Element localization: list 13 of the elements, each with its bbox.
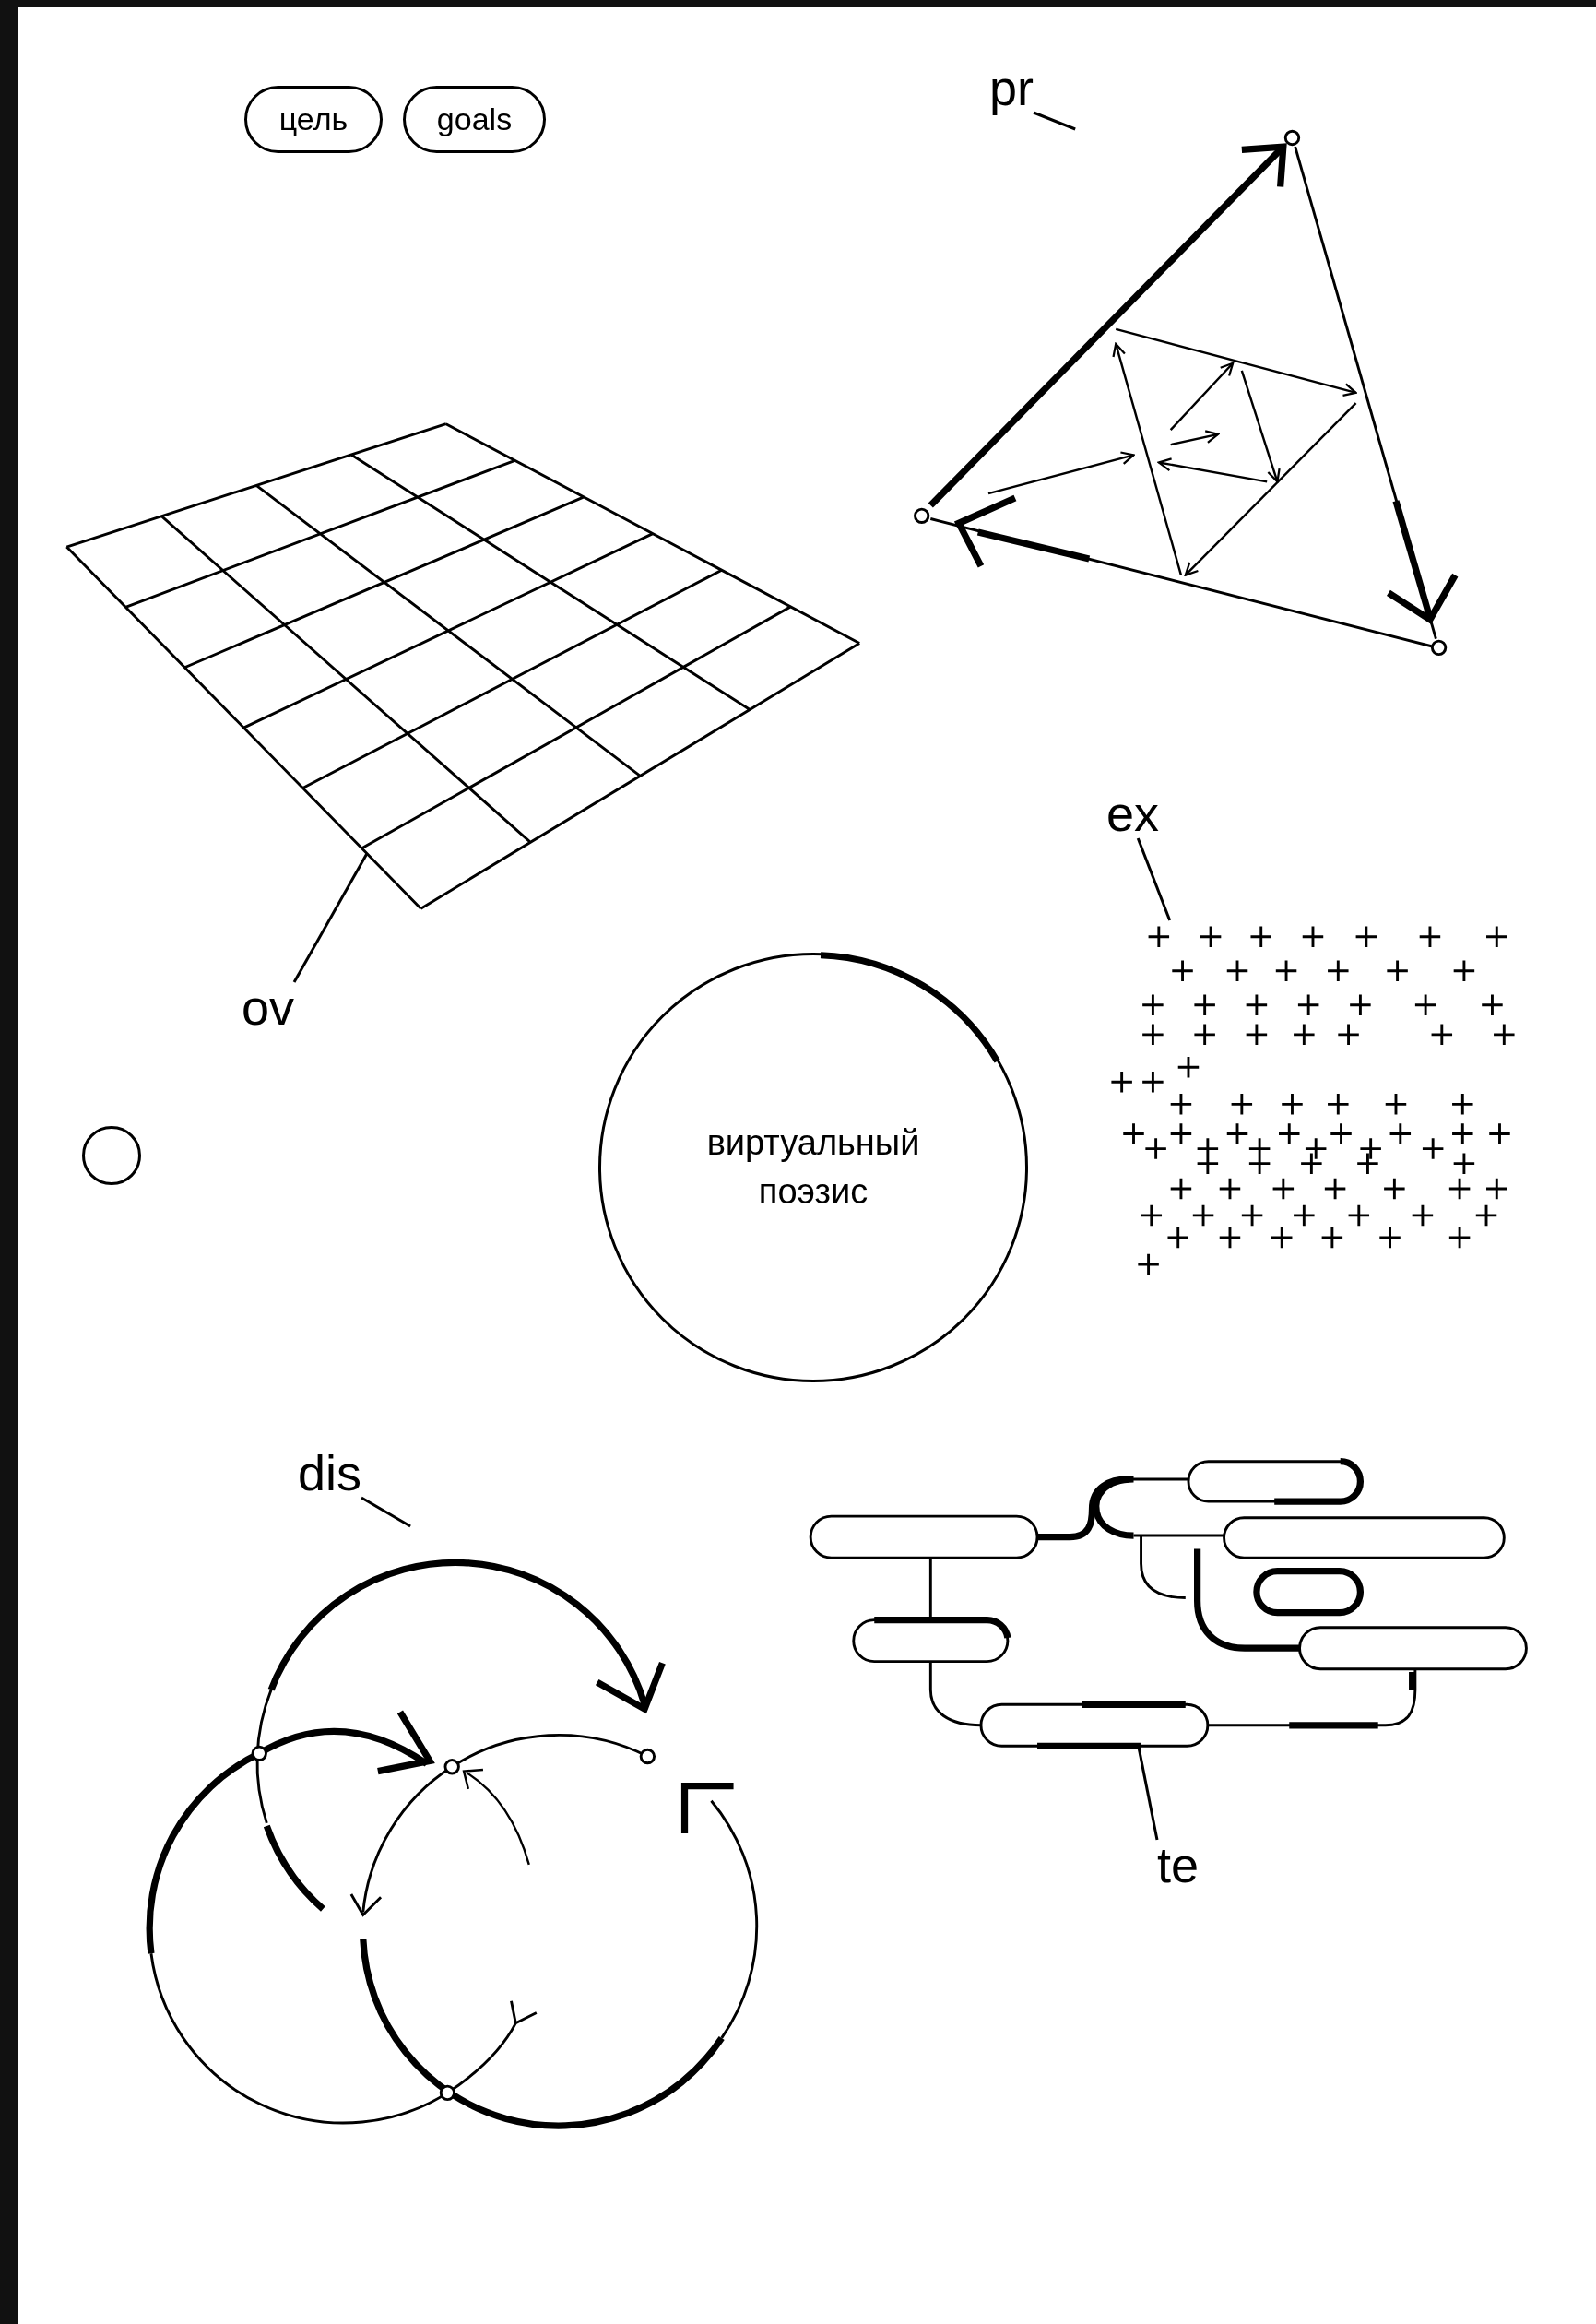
leader-line [1136,837,1172,921]
empty-circle [82,1126,141,1185]
leader-line [361,1496,411,1528]
section-abbreviation: ex [1106,788,1160,838]
tag-chip: goals [403,86,546,153]
section-abbreviation: ov [242,982,295,1032]
leader-line [1033,111,1076,131]
section-abbreviation: dis [298,1448,362,1498]
leader-line [1137,1747,1159,1841]
circle-label: виртуальный поэзис [705,1121,921,1213]
section-abbreviation: te [1157,1840,1200,1890]
tag-chip: цель [244,86,383,153]
leader-line [292,853,369,983]
